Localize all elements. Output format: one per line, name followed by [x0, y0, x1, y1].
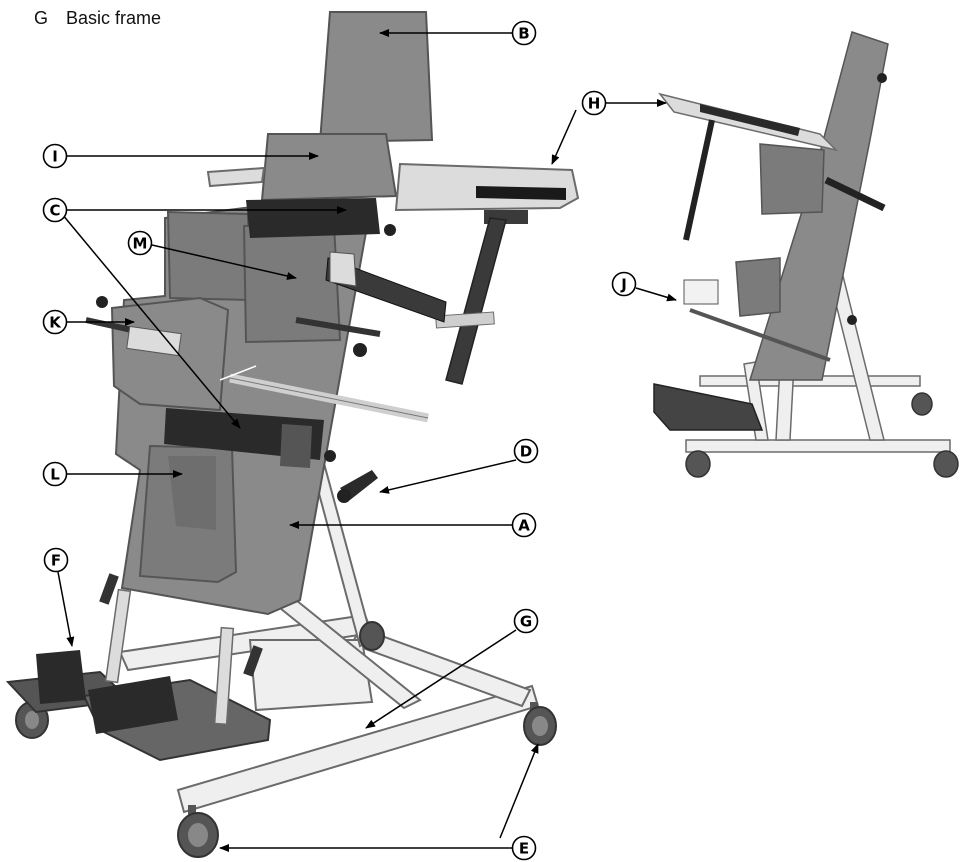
leader-G [365, 629, 517, 729]
svg-text:F: F [51, 552, 61, 570]
callout-F: F [43, 547, 69, 573]
figure-title: G Basic frame [34, 8, 161, 29]
main-stander [5, 11, 580, 858]
callout-K: K [42, 309, 68, 335]
tray [206, 162, 580, 385]
callout-E: E [511, 835, 537, 861]
leader-lines [57, 29, 677, 852]
leader-H-left [551, 109, 577, 165]
svg-text:H: H [588, 95, 601, 113]
svg-text:A: A [518, 517, 530, 535]
svg-text:I: I [52, 148, 58, 166]
leader-M [151, 244, 297, 280]
callout-I: I [42, 143, 68, 169]
svg-text:G: G [520, 613, 532, 631]
leader-E-rear [499, 743, 539, 839]
svg-text:D: D [520, 443, 532, 461]
castor-wheels [15, 621, 557, 858]
callout-D: D [513, 438, 539, 464]
callout-G: G [513, 608, 539, 634]
svg-text:K: K [49, 314, 62, 332]
support-rods [85, 224, 447, 503]
svg-text:J: J [620, 276, 627, 294]
title-letter: G [34, 8, 49, 28]
title-text: Basic frame [66, 8, 162, 28]
leader-J [635, 287, 677, 302]
callout-markers: B I C M K L D A F G E H J [42, 20, 637, 861]
callout-C: C [42, 197, 68, 223]
svg-text:M: M [133, 235, 148, 253]
callout-M: M [127, 230, 153, 256]
callout-J: J [611, 271, 637, 297]
leader-C-lower [61, 213, 241, 429]
leader-D [379, 459, 517, 494]
back-support [110, 11, 434, 616]
svg-text:L: L [50, 466, 60, 484]
foot-plates [5, 573, 272, 762]
callout-B: B [511, 20, 537, 46]
callout-L: L [42, 461, 68, 487]
basic-frame [118, 454, 540, 814]
leader-F [57, 571, 75, 647]
white-pointer [219, 365, 257, 381]
callout-A: A [511, 512, 537, 538]
svg-text:B: B [518, 25, 529, 43]
svg-text:C: C [49, 202, 60, 220]
side-view-stander [653, 31, 959, 478]
svg-text:E: E [519, 840, 529, 858]
callout-H: H [581, 90, 607, 116]
